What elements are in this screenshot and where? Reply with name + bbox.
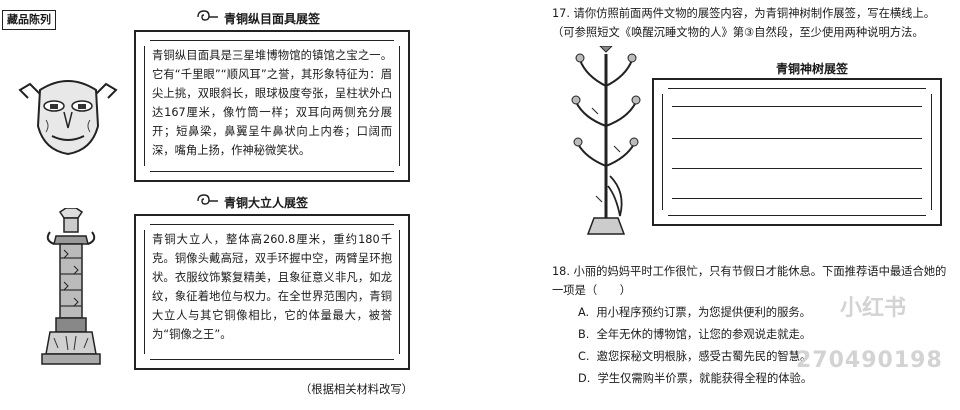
card3-title: 青铜神树展签 (776, 62, 849, 76)
card1-title: 青铜纵目面具展签 (224, 12, 321, 26)
bronze-mask-image (18, 80, 118, 156)
title-scroll-ornament-icon (197, 10, 218, 21)
option-label: B. (578, 328, 590, 341)
answer-line[interactable] (672, 106, 922, 107)
section-tag: 藏品陈列 (2, 10, 56, 30)
question-17-text: 17. 请你仿照前面两件文物的展签内容，为青铜神树制作展签，写在横线上。（可参照… (552, 7, 936, 39)
watermark-number: 270490198 (796, 348, 943, 373)
watermark-logo: 小红书 (840, 296, 907, 321)
option-text: 邀您探秘文明根脉，感受古蜀先民的智慧。 (596, 350, 812, 363)
answer-line[interactable] (672, 138, 922, 139)
answer-line[interactable] (672, 168, 922, 169)
answer-line[interactable] (672, 198, 922, 199)
option-text: 全年无休的博物馆，让您的参观说走就走。 (596, 328, 812, 341)
option-text: 用小程序预约订票，为您提供便利的服务。 (596, 306, 811, 319)
option-c[interactable]: C. 邀您探秘文明根脉，感受古蜀先民的智慧。 (578, 348, 811, 364)
card2-frame: 青铜大立人，整体高260.8厘米，重约180千克。铜像头戴高冠，双手环握中空，两… (134, 214, 410, 370)
option-label: C. (578, 350, 590, 363)
title-scroll-ornament-icon (197, 194, 218, 205)
card3-frame (652, 78, 942, 226)
bronze-tree-image (571, 46, 641, 235)
option-b[interactable]: B. 全年无休的博物馆，让您的参观说走就走。 (578, 326, 811, 342)
card1-frame: 青铜纵目面具是三星堆博物馆的镇馆之宝之一。它有“千里眼”“顺风耳”之誉，其形象特… (134, 30, 410, 182)
card2-title: 青铜大立人展签 (224, 196, 309, 210)
option-d[interactable]: D. 学生仅需购半价票，就能获得全程的体验。 (578, 370, 812, 386)
source-note: （根据相关材料改写） (300, 383, 413, 396)
card1-text: 青铜纵目面具是三星堆博物馆的镇馆之宝之一。它有“千里眼”“顺风耳”之誉，其形象特… (152, 49, 392, 157)
bronze-standing-figure-image (41, 208, 101, 365)
option-label: A. (578, 306, 590, 319)
question-18-text: 18. 小丽的妈妈平时工作很忙，只有节假日才能休息。下面推荐语中最适合她的一项是… (552, 265, 947, 297)
option-a[interactable]: A. 用小程序预约订票，为您提供便利的服务。 (578, 304, 811, 320)
option-text: 学生仅需购半价票，就能获得全程的体验。 (597, 372, 813, 385)
card2-text: 青铜大立人，整体高260.8厘米，重约180千克。铜像头戴高冠，双手环握中空，两… (152, 233, 392, 341)
option-label: D. (578, 372, 591, 385)
